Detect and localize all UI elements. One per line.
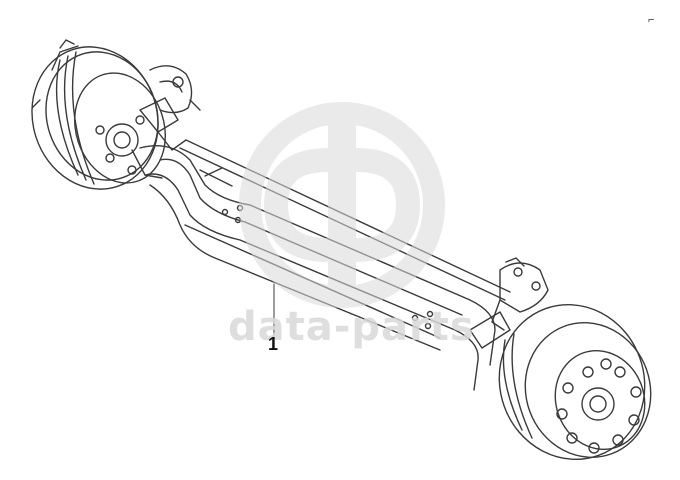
tie-rod [179, 139, 511, 301]
right-brake-drum [498, 303, 652, 461]
left-steering-knuckle [131, 65, 201, 179]
corner-mark: ⌐ [648, 14, 655, 26]
right-steering-knuckle [469, 257, 549, 349]
part-callout-number: 1 [268, 334, 279, 354]
left-brake-drum [31, 39, 166, 190]
axle-beam [139, 145, 496, 391]
